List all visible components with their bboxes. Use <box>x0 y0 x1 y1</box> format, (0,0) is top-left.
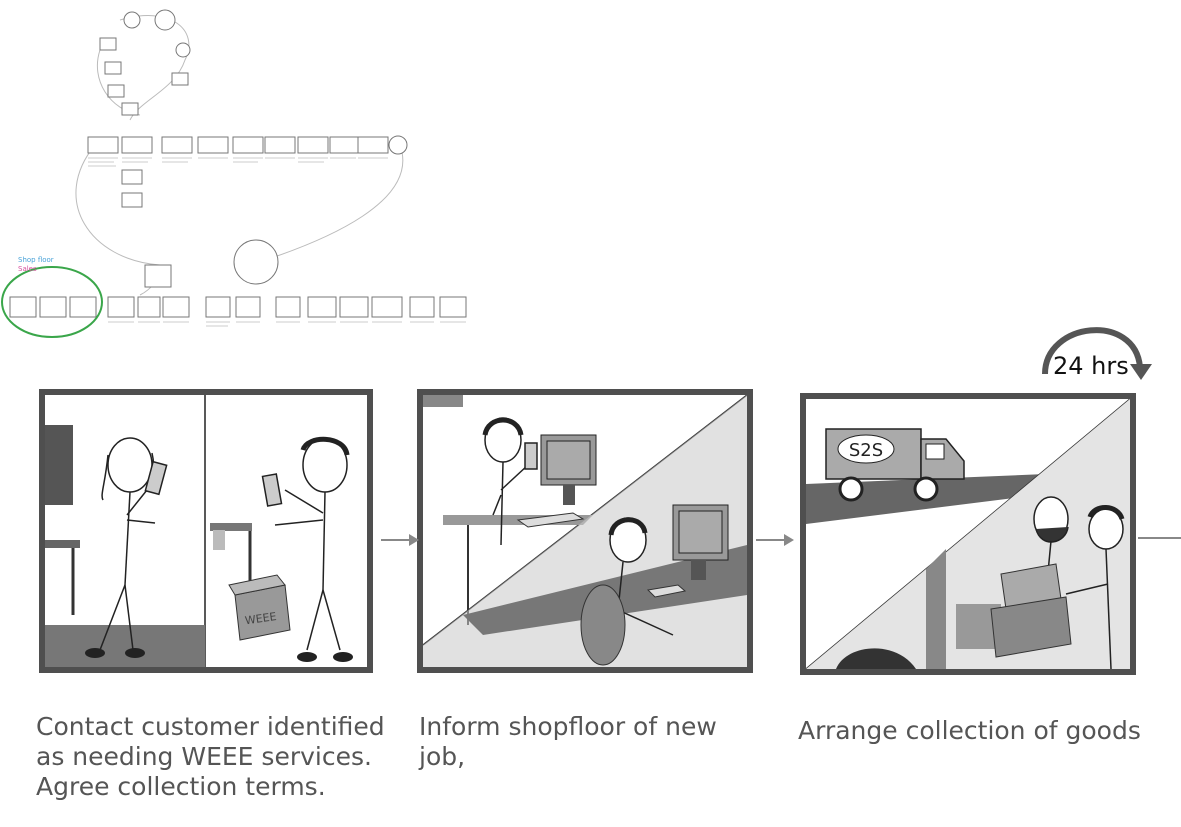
storyboard-panel-1: WEEE <box>39 389 373 673</box>
timer-label: 24 hrs <box>1053 352 1129 380</box>
storyboard-panel-2 <box>417 389 753 673</box>
weee-box: WEEE <box>228 574 291 641</box>
delivery-van: S2S <box>825 428 965 502</box>
step-3-caption: Arrange collection of goods <box>798 716 1141 745</box>
step-2-caption: Inform shopfloor of new job, <box>419 712 717 771</box>
storyboard-panel-3: S2S <box>800 393 1136 675</box>
step-1-caption: Contact customer identified as needing W… <box>36 712 385 801</box>
storyboard-overview-map <box>1 9 467 338</box>
monitor-icon <box>540 434 597 505</box>
legend-sales: Sales <box>18 265 37 273</box>
arrow-right-icon <box>1138 537 1181 539</box>
weee-box-label: WEEE <box>244 610 277 627</box>
legend-shop-floor: Shop floor <box>18 256 54 264</box>
arrow-right-icon <box>756 534 794 546</box>
arrow-right-icon <box>381 534 419 546</box>
van-logo-label: S2S <box>849 440 883 461</box>
highlight-ring <box>1 266 103 338</box>
cycle-arrow-icon <box>1042 327 1152 380</box>
